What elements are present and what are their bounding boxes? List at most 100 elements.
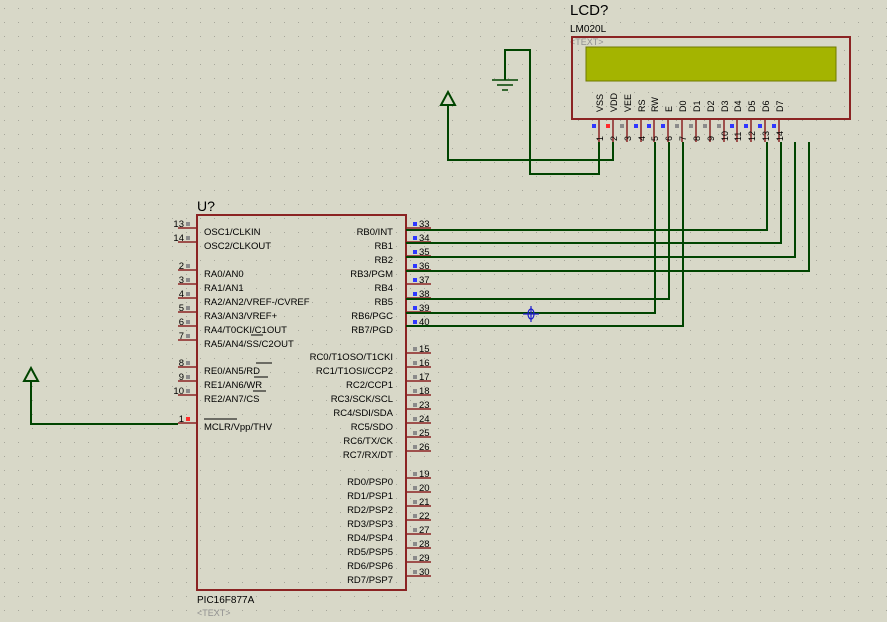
pin-marker <box>413 431 417 435</box>
pin-marker <box>413 570 417 574</box>
mcu-pin-name: RA5/AN4/SS/C2OUT <box>204 339 294 350</box>
lcd-pin[interactable]: RS4 <box>634 99 647 142</box>
lcd-pin-number: 3 <box>623 136 633 141</box>
pin-marker <box>186 222 190 226</box>
mcu-pin-name: RD4/PSP4 <box>347 533 393 544</box>
mcu-pin-number: 27 <box>419 525 430 536</box>
mcu-pin-name: OSC1/CLKIN <box>204 227 261 238</box>
wire-rb7-e[interactable] <box>406 142 684 327</box>
ground-icon[interactable] <box>492 79 518 91</box>
mcu-pin-name: RB5 <box>375 297 393 308</box>
wire-mclr-power[interactable] <box>30 381 178 425</box>
mcu-pin-name: RC0/T1OSO/T1CKI <box>310 352 393 363</box>
pin-marker <box>413 278 417 282</box>
mcu-pin-number: 15 <box>419 344 430 355</box>
lcd-pin-number: 7 <box>678 136 688 141</box>
pin-marker <box>413 556 417 560</box>
wire-rb0-d4[interactable] <box>406 142 768 231</box>
wire-rb5-rw[interactable] <box>406 142 670 300</box>
mcu-component[interactable]: U? PIC16F877A <TEXT> 13OSC1/CLKIN14OSC2/… <box>173 198 431 618</box>
lcd-pin[interactable]: E6 <box>661 106 674 142</box>
pin-marker <box>647 124 651 128</box>
pin-marker <box>413 528 417 532</box>
lcd-pin[interactable]: D29 <box>703 100 716 142</box>
power-terminal-icon[interactable] <box>22 365 40 382</box>
lcd-pin-number: 9 <box>706 136 716 141</box>
lcd-component[interactable]: LCD? LM020L <TEXT> VSS1VDD2VEE3RS4RW5E6D… <box>570 2 851 142</box>
wire-rb3-d7[interactable] <box>406 142 810 272</box>
mcu-pin-number: 37 <box>419 275 430 286</box>
lcd-pin-name: D1 <box>692 100 702 112</box>
mcu-pin-name: RB4 <box>375 283 393 294</box>
lcd-pin[interactable]: D18 <box>689 100 702 142</box>
mcu-pin-number: 6 <box>179 317 184 328</box>
wire-rb1-d5[interactable] <box>406 142 782 244</box>
wire-vss-ground[interactable] <box>504 49 600 175</box>
mcu-pin-number: 39 <box>419 303 430 314</box>
mcu-pin-number: 23 <box>419 400 430 411</box>
wire-rb6-rs[interactable] <box>406 142 656 314</box>
mcu-pin-name: RD2/PSP2 <box>347 505 393 516</box>
mcu-pin-name: MCLR/Vpp/THV <box>204 422 273 433</box>
pin-marker <box>606 124 610 128</box>
lcd-pin-number: 12 <box>747 131 757 141</box>
mcu-pin-number: 2 <box>179 261 184 272</box>
lcd-pin-name: D7 <box>775 100 785 112</box>
lcd-text-placeholder: <TEXT> <box>570 37 604 47</box>
mcu-pin-number: 35 <box>419 247 430 258</box>
pin-marker <box>413 361 417 365</box>
lcd-pin-number: 5 <box>650 136 660 141</box>
pin-marker <box>186 361 190 365</box>
wire-rb2-d6[interactable] <box>406 142 796 258</box>
pin-marker <box>186 417 190 421</box>
mcu-pin-name: RA2/AN2/VREF-/CVREF <box>204 297 310 308</box>
power-terminal-icon[interactable] <box>439 89 457 106</box>
crosshair-icon <box>523 306 539 322</box>
lcd-pin[interactable]: RW5 <box>647 97 660 142</box>
mcu-pin-name: RD0/PSP0 <box>347 477 393 488</box>
pin-marker <box>689 124 693 128</box>
wire-vdd-power[interactable] <box>447 106 614 161</box>
pin-marker <box>744 124 748 128</box>
lcd-pin[interactable]: D07 <box>675 100 688 142</box>
